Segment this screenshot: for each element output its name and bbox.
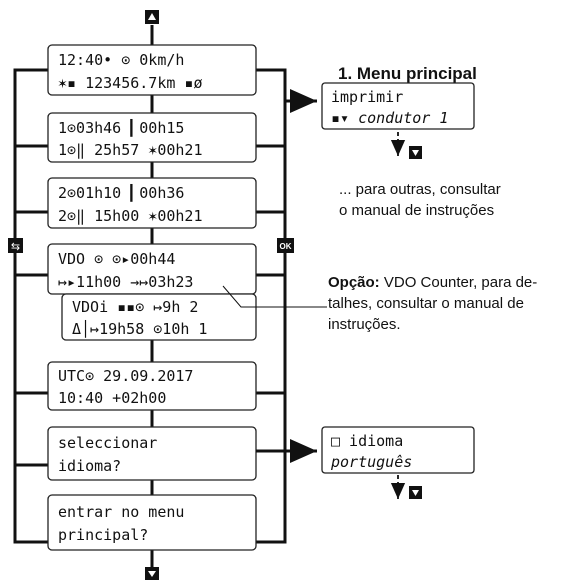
screen-7: seleccionar idioma?	[47, 426, 257, 481]
loop-right-line	[256, 68, 287, 544]
screen-line: imprimir	[331, 88, 403, 106]
others-note: ... para outras, consultar	[339, 181, 501, 198]
screen-line: Δ│↦19h58 ⊙10h 1	[72, 319, 207, 338]
back-button[interactable]: ⇆	[8, 238, 23, 253]
diagram-title: 1. Menu principal	[338, 64, 477, 83]
svg-text:OK: OK	[280, 242, 292, 251]
screen-5: VDOi ▪▪⊙ ↦9h 2 Δ│↦19h58 ⊙10h 1	[61, 293, 257, 341]
option-note: instruções.	[328, 316, 401, 333]
screen-line: principal?	[58, 526, 148, 544]
others-note: o manual de instruções	[339, 202, 494, 219]
loop-left-line	[13, 68, 48, 544]
screen-line: idioma?	[58, 457, 121, 475]
screen-line: português	[330, 453, 412, 471]
language-box: □ idioma português	[321, 426, 475, 474]
screen-line: □ idioma	[331, 432, 403, 450]
callout-line	[222, 285, 327, 308]
screen-8: entrar no menu principal?	[47, 494, 257, 551]
down-button[interactable]	[145, 567, 159, 580]
down-button[interactable]	[409, 486, 422, 499]
screen-line: 2⊙‖ 15h00 ✶00h21	[58, 207, 203, 225]
screen-line: ↦▸11h00 →↦03h23	[58, 273, 193, 291]
screen-4: VDO ⊙ ⊙▸00h44 ↦▸11h00 →↦03h23	[47, 243, 257, 295]
screen-line: ▪▾ condutor 1	[331, 109, 448, 127]
screen-line: 12:40• ⊙ 0km/h	[58, 51, 184, 69]
screen-line: UTC⊙ 29.09.2017	[58, 367, 193, 385]
screen-1: 12:40• ⊙ 0km/h ✶▪ 123456.7km ▪ø	[47, 44, 257, 96]
screen-line: 1⊙03h46 ▎00h15	[58, 118, 184, 137]
screen-line: 1⊙‖ 25h57 ✶00h21	[58, 141, 203, 159]
up-button[interactable]	[145, 10, 159, 24]
svg-text:⇆: ⇆	[11, 240, 20, 253]
screen-line: entrar no menu	[58, 503, 184, 521]
screen-line: 10:40 +02h00	[58, 389, 166, 407]
option-note: talhes, consultar o manual de	[328, 295, 524, 312]
screen-3: 2⊙01h10 ▎00h36 2⊙‖ 15h00 ✶00h21	[47, 177, 257, 229]
screen-line: VDOi ▪▪⊙ ↦9h 2	[72, 298, 198, 316]
option-note: Opção: VDO Counter, para de-	[328, 274, 537, 291]
screen-line: seleccionar	[58, 434, 157, 452]
print-box: imprimir ▪▾ condutor 1	[321, 82, 475, 130]
screen-line: ✶▪ 123456.7km ▪ø	[58, 74, 203, 92]
down-button[interactable]	[409, 146, 422, 159]
screen-line: 2⊙01h10 ▎00h36	[58, 183, 184, 202]
screen-6: UTC⊙ 29.09.2017 10:40 +02h00	[47, 361, 257, 411]
screen-line: VDO ⊙ ⊙▸00h44	[58, 250, 175, 268]
ok-button[interactable]: OK	[277, 238, 294, 253]
screen-2: 1⊙03h46 ▎00h15 1⊙‖ 25h57 ✶00h21	[47, 112, 257, 163]
